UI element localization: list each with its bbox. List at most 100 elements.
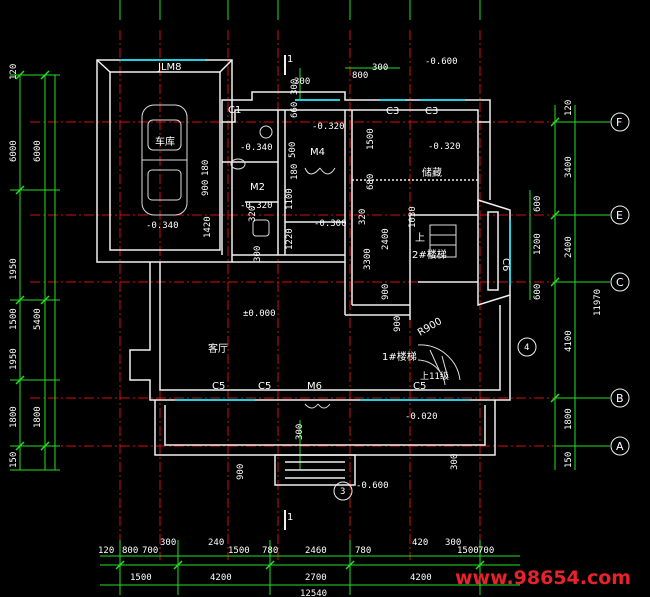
dim-interior-11: 1500: [366, 128, 376, 150]
window-openings: [120, 59, 511, 401]
dim-bottom-2-1: 4200: [210, 573, 232, 583]
dim-bottom-1-8: 780: [355, 546, 371, 556]
dim-interior-10: 680: [366, 174, 376, 190]
dim-interior-5: 900: [201, 180, 211, 196]
level-hall: -0.320: [312, 122, 345, 132]
section-number-bottom: 1: [287, 512, 293, 523]
dim-bottom-1-4: 240: [208, 538, 224, 548]
dim-bottom-1-11: 1500: [457, 546, 479, 556]
dim-bottom-1-9: 420: [412, 538, 428, 548]
dim-bottom-1-10: 300: [445, 538, 461, 548]
dim-bottom-2-3: 4200: [410, 573, 432, 583]
dims-right-mid: 600 1200 600: [533, 196, 543, 300]
dim-interior-7: 500: [288, 142, 298, 158]
level-m2: -0.320: [240, 201, 273, 211]
dim-bottom-1-2: 700: [142, 546, 158, 556]
car-symbol: [141, 104, 188, 216]
dim-left-mid-1: 5400: [33, 308, 43, 330]
dim-bottom-1-7: 2460: [305, 546, 327, 556]
level-top: -0.600: [425, 57, 458, 67]
stair2-up-label: 上: [415, 232, 425, 244]
dim-interior-8: 660: [290, 102, 300, 118]
dimension-ticks: [15, 70, 560, 570]
room-storage: 储藏: [422, 166, 442, 179]
detail-callout-4: 4: [524, 343, 529, 353]
level-living: ±0.000: [243, 309, 276, 319]
room-garage: 车库: [155, 135, 175, 148]
dim-left-outer-1: 6000: [9, 140, 19, 162]
window-c3-b: C3: [425, 106, 438, 117]
level-front: -0.020: [405, 412, 438, 422]
dim-right-inner-4: 1800: [564, 408, 574, 430]
dim-left-outer-6: 150: [9, 452, 19, 468]
dim-top-0: 300: [294, 77, 310, 87]
level-bath: -0.340: [240, 143, 273, 153]
dim-interior-15: 900: [393, 316, 403, 332]
dim-interior-4: 1420: [203, 216, 213, 238]
axis-f: F: [616, 116, 622, 129]
dim-right-inner-1: 3400: [564, 156, 574, 178]
dim-left-mid-0: 6000: [33, 140, 43, 162]
dim-bottom-1-6: 780: [262, 546, 278, 556]
dim-interior-18: 300: [295, 424, 305, 440]
section-number-top: 1: [287, 54, 293, 65]
window-c6: C6: [500, 258, 511, 271]
door-m6: M6: [307, 381, 322, 392]
dim-interior-2: 1220: [285, 228, 295, 250]
dim-right-inner-2: 2400: [564, 236, 574, 258]
dim-interior-0: 300: [290, 79, 300, 95]
door-m2: M2: [250, 182, 265, 193]
axis-e: E: [616, 209, 623, 222]
dim-right-mid-2: 600: [533, 284, 543, 300]
window-c5-b: C5: [258, 381, 271, 392]
dim-bottom-1-5: 1500: [228, 546, 250, 556]
dim-top-2: 300: [372, 63, 388, 73]
window-c1: C1: [228, 105, 241, 116]
dimension-lines: [10, 0, 610, 595]
axis-c: C: [616, 276, 624, 289]
stair-radius-label: R900: [416, 316, 444, 339]
dim-right-total: 11970: [593, 289, 603, 316]
dim-interior-12: 3300: [363, 248, 373, 270]
dim-interior-6: 180: [201, 160, 211, 176]
text-layer: 车库 储藏 2#楼梯 1#楼梯 客厅 JLM8 M4 M2 M6 C1 C3 C…: [146, 54, 624, 597]
axis-bubbles: [333, 112, 630, 501]
dim-right-mid-0: 600: [533, 196, 543, 212]
window-c3-a: C3: [386, 106, 399, 117]
dims-bottom-row2: 1500 4200 2700 4200: [130, 573, 432, 583]
dims-interior: 300 1100 1220 180 1420 900 180 500 660 320 680 1500…: [201, 79, 460, 480]
door-m4: M4: [310, 147, 325, 158]
room-stair2: 2#楼梯: [412, 248, 447, 261]
window-c5-c: C5: [413, 381, 426, 392]
level-garage: -0.340: [146, 221, 179, 231]
level-store: -0.320: [428, 142, 461, 152]
stair1-steps-label: 上11级: [420, 370, 449, 382]
room-living: 客厅: [208, 342, 228, 355]
dim-bottom-1-0: 120: [98, 546, 114, 556]
dim-left-mid-2: 1800: [33, 406, 43, 428]
dim-bottom-2-2: 2700: [305, 573, 327, 583]
dim-interior-9: 320: [358, 209, 368, 225]
dim-interior-17: 300: [253, 246, 263, 262]
dim-interior-20: 1030: [408, 206, 418, 228]
window-c5-a: C5: [212, 381, 225, 392]
detail-callout-3: 3: [340, 487, 345, 497]
watermark: www.98654.com: [455, 567, 631, 589]
dim-bottom-2-0: 1500: [130, 573, 152, 583]
axis-b: B: [616, 392, 624, 405]
dim-right-mid-1: 1200: [533, 233, 543, 255]
dim-left-outer-4: 1950: [9, 348, 19, 370]
dim-bottom-1-12: 700: [478, 546, 494, 556]
dim-bottom-1-1: 800: [122, 546, 138, 556]
dim-right-inner-0: 120: [564, 100, 574, 116]
dim-left-outer-0: 120: [9, 64, 19, 80]
dim-left-outer-3: 1500: [9, 308, 19, 330]
room-stair1: 1#楼梯: [382, 350, 417, 363]
dim-interior-1: 1100: [285, 188, 295, 210]
dim-interior-3: 180: [290, 164, 300, 180]
dim-left-outer-5: 1800: [9, 406, 19, 428]
